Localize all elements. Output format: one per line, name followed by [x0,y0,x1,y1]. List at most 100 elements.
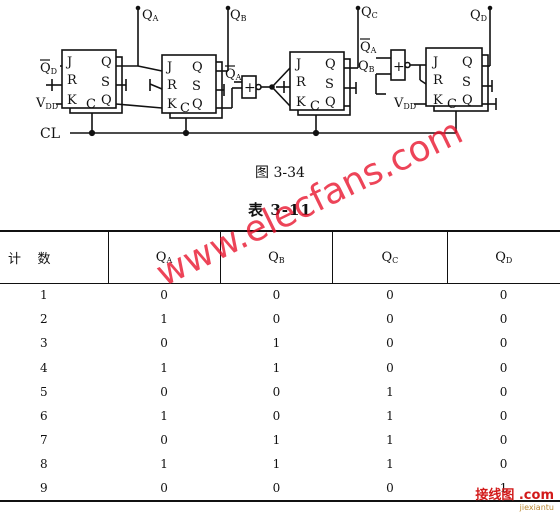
cell-qa: 0 [160,384,168,399]
ff1-pin-r: R [67,73,78,88]
cell-count: 8 [40,457,48,472]
cell-qb: 0 [272,384,281,399]
cell-qc: 1 [386,433,394,448]
header-count: 计 数 [0,230,108,284]
cell-qd: 0 [499,433,508,448]
ff4-pin-q: Q [462,55,473,70]
gate2-input-qa-bar-label: QA [360,40,377,55]
flip-flop-1: J R K Q S Q C [61,49,123,114]
ff2-pin-r: R [167,78,178,93]
flip-flop-4: J R K Q S Q C [425,47,489,112]
cell-count: 2 [40,312,48,327]
wiring [46,5,497,137]
cell-qc: 1 [386,457,394,472]
cell-count: 9 [0,476,108,502]
ff1-pin-qbar: Q [101,93,112,108]
cell-count: 3 [40,336,48,351]
table-header-row: 计 数 QA QB QC QD [0,230,560,284]
input-vdd-2-label: VDD [393,96,416,111]
ff3-pin-qbar: Q [325,95,336,110]
output-qb-label: QB [230,8,247,23]
ff1-pin-q: Q [101,55,112,70]
flip-flop-3: J R K Q S Q C [289,51,351,116]
counter-circuit-diagram: J R K Q S Q C J R K Q S Q C J R K Q [35,5,497,142]
ff3-pin-q: Q [325,57,336,72]
ff3-pin-k: K [296,95,306,110]
cell-qa: 1 [160,312,168,327]
ff2-pin-k: K [167,97,177,112]
cell-qd: 1 [447,476,560,502]
cell-qa: 0 [108,476,221,502]
ff1-pin-c: C [86,97,96,112]
ff3-pin-s: S [325,77,334,92]
input-vdd-1-label: VDD [35,96,58,111]
flip-flop-2: J R K Q S Q C [161,54,223,119]
cell-count: 5 [40,384,48,399]
cell-qd: 0 [499,336,508,351]
cell-qb: 0 [272,312,281,327]
or-gate-1-symbol: + [244,80,256,96]
header-qa: QA [107,230,221,284]
ff1-pin-j: J [65,55,72,70]
figure-caption: 图 3-34 [255,165,305,181]
header-qd: QD [446,230,560,284]
or-gate-1: + [241,75,262,99]
ff4-pin-k: K [433,93,443,108]
table-row: 8 1 1 1 0 [0,452,560,476]
cell-qb: 1 [272,457,281,472]
cell-qd: 0 [499,409,508,424]
cell-qc: 1 [386,409,394,424]
cell-qd: 0 [499,360,508,375]
ff3-pin-r: R [296,75,307,90]
cell-qa: 1 [160,457,168,472]
ff4-pin-qbar: Q [462,93,473,108]
corner-logo-main: 接线图 .com [475,488,554,503]
header-qc: QC [332,230,448,284]
corner-logo: 接线图 .com jiexiantu [475,484,554,512]
cell-qc: 0 [386,288,394,303]
cell-qa: 0 [160,336,168,351]
output-qd-label: QD [470,8,487,23]
cell-qc: 0 [386,312,394,327]
cell-qb: 0 [272,288,281,303]
cell-count: 6 [40,409,48,424]
cell-qb: 1 [272,433,281,448]
cell-qa: 1 [160,409,168,424]
input-qd-bar-label: QD [40,61,57,76]
ff4-pin-c: C [447,97,457,112]
cell-qc: 0 [332,476,448,502]
ff3-pin-c: C [310,99,320,114]
cell-count: 1 [40,288,48,303]
ff1-pin-s: S [101,75,110,90]
ff4-pin-r: R [433,73,444,88]
corner-logo-sub: jiexiantu [519,503,554,512]
table-row: 2 1 0 0 0 [0,307,560,331]
cell-qd: 0 [499,288,508,303]
ff2-pin-qbar: Q [192,97,203,112]
cell-qb: 1 [272,336,281,351]
cell-count: 4 [40,360,48,375]
ff4-pin-s: S [462,75,471,90]
cell-qd: 0 [499,312,508,327]
or-gate-2: + [390,49,411,81]
cell-qc: 0 [386,360,394,375]
table-row: 3 0 1 0 0 [0,331,560,355]
cell-count: 7 [40,433,48,448]
cell-qc: 0 [386,336,394,351]
gate2-input-qb-label: QB [358,59,375,74]
output-qa-label: QA [142,8,159,23]
header-qb: QB [219,230,333,284]
ff2-pin-j: J [165,60,172,75]
cell-qd: 0 [499,457,508,472]
cell-qd: 0 [499,384,508,399]
ff3-pin-j: J [294,57,301,72]
or-gate-2-symbol: + [393,59,405,75]
